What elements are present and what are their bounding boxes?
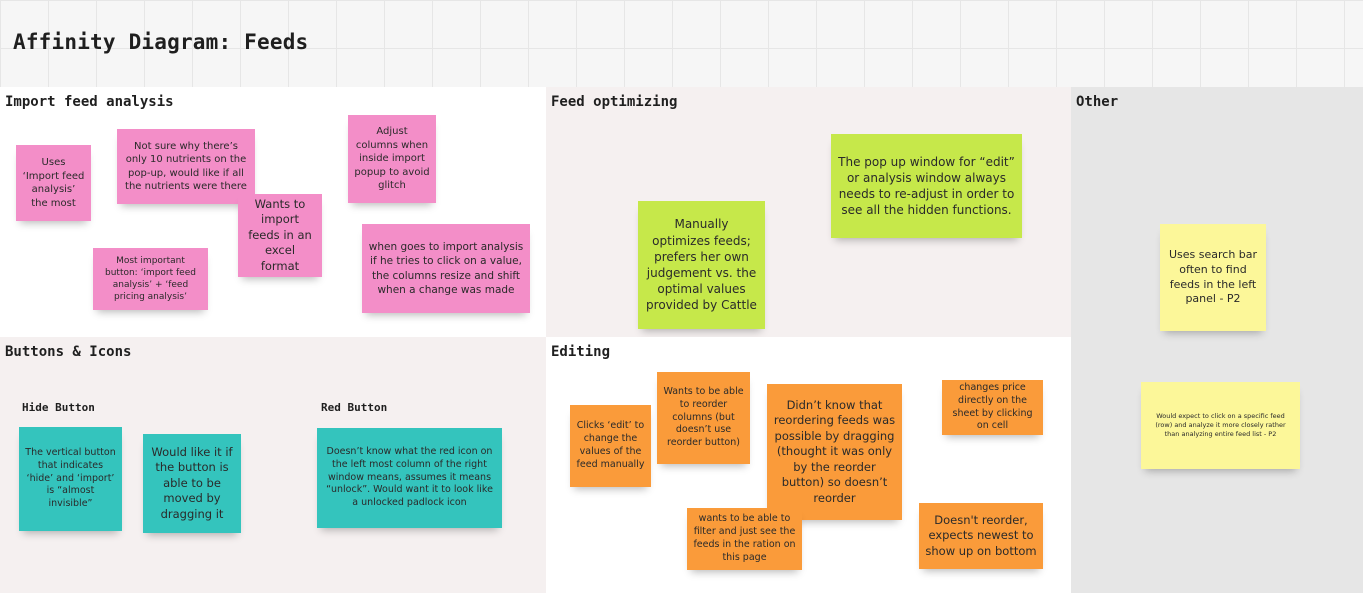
sticky-note[interactable]: The pop up window for “edit” or analysis…: [831, 134, 1022, 238]
sticky-note[interactable]: wants to be able to filter and just see …: [687, 508, 802, 570]
sticky-note[interactable]: Didn’t know that reordering feeds was po…: [767, 384, 902, 520]
sticky-note[interactable]: Manually optimizes feeds; prefers her ow…: [638, 201, 765, 329]
sticky-note[interactable]: Wants to be able to reorder columns (but…: [657, 372, 750, 464]
sticky-note[interactable]: Most important button: ‘import feed anal…: [93, 248, 208, 310]
section-import-feed-analysis[interactable]: Import feed analysis Uses ‘Import feed a…: [0, 87, 546, 337]
sticky-note[interactable]: Wants to import feeds in an excel format: [238, 194, 322, 277]
section-title: Import feed analysis: [5, 94, 174, 110]
section-title: Editing: [551, 344, 611, 360]
sticky-note[interactable]: Uses search bar often to find feeds in t…: [1160, 224, 1266, 331]
section-buttons-icons[interactable]: Buttons & Icons Hide Button Red Button T…: [0, 337, 546, 593]
sticky-note[interactable]: Clicks ‘edit’ to change the values of th…: [570, 405, 651, 487]
sticky-note[interactable]: changes price directly on the sheet by c…: [942, 380, 1043, 435]
sticky-note[interactable]: Doesn’t know what the red icon on the le…: [317, 428, 502, 528]
sticky-note[interactable]: Not sure why there’s only 10 nutrients o…: [117, 129, 255, 204]
sticky-note[interactable]: Would expect to click on a specific feed…: [1141, 382, 1300, 469]
hide-button-label: Hide Button: [22, 401, 95, 414]
section-title: Feed optimizing: [551, 94, 678, 110]
board-title: Affinity Diagram: Feeds: [13, 30, 309, 54]
section-other[interactable]: Other Uses search bar often to find feed…: [1071, 87, 1363, 593]
sticky-note[interactable]: when goes to import analysis if he tries…: [362, 224, 530, 313]
section-title: Buttons & Icons: [5, 344, 132, 360]
red-button-label: Red Button: [321, 401, 388, 414]
sticky-note[interactable]: The vertical button that indicates ‘hide…: [19, 427, 122, 531]
sticky-note[interactable]: Uses ‘Import feed analysis’ the most: [16, 145, 91, 221]
section-feed-optimizing[interactable]: Feed optimizing Manually optimizes feeds…: [546, 87, 1071, 337]
sticky-note[interactable]: Doesn't reorder, expects newest to show …: [919, 503, 1043, 569]
sticky-note[interactable]: Would like it if the button is able to b…: [143, 434, 241, 533]
section-title: Other: [1076, 94, 1119, 110]
sticky-note[interactable]: Adjust columns when inside import popup …: [348, 115, 436, 203]
section-editing[interactable]: Editing Clicks ‘edit’ to change the valu…: [546, 337, 1071, 593]
